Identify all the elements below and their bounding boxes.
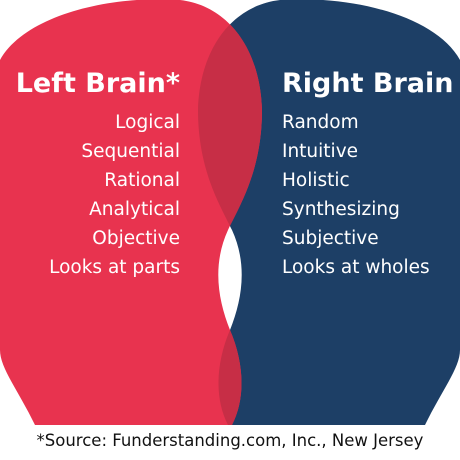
right-brain-column: Right Brain Random Intuitive Holistic Sy… xyxy=(282,66,454,282)
left-trait: Analytical xyxy=(89,199,180,220)
left-trait: Logical xyxy=(115,112,180,133)
left-trait: Rational xyxy=(104,170,180,191)
left-brain-head xyxy=(0,0,262,425)
right-trait: Synthesizing xyxy=(282,199,400,220)
left-trait: Looks at parts xyxy=(49,257,180,278)
right-trait: Intuitive xyxy=(282,141,359,162)
left-brain-title: Left Brain* xyxy=(15,68,180,99)
right-brain-head xyxy=(198,0,460,425)
right-trait: Subjective xyxy=(282,228,379,249)
left-trait: Sequential xyxy=(81,141,180,162)
source-footnote: *Source: Funderstanding.com, Inc., New J… xyxy=(36,431,424,450)
right-trait: Looks at wholes xyxy=(282,257,430,278)
left-trait: Objective xyxy=(92,228,180,249)
right-brain-title: Right Brain xyxy=(282,68,454,99)
left-brain-column: Left Brain* Logical Sequential Rational … xyxy=(16,66,180,282)
right-brain-traits: Random Intuitive Holistic Synthesizing S… xyxy=(282,108,454,282)
right-trait: Random xyxy=(282,112,359,133)
right-trait: Holistic xyxy=(282,170,350,191)
left-brain-traits: Logical Sequential Rational Analytical O… xyxy=(16,108,180,282)
